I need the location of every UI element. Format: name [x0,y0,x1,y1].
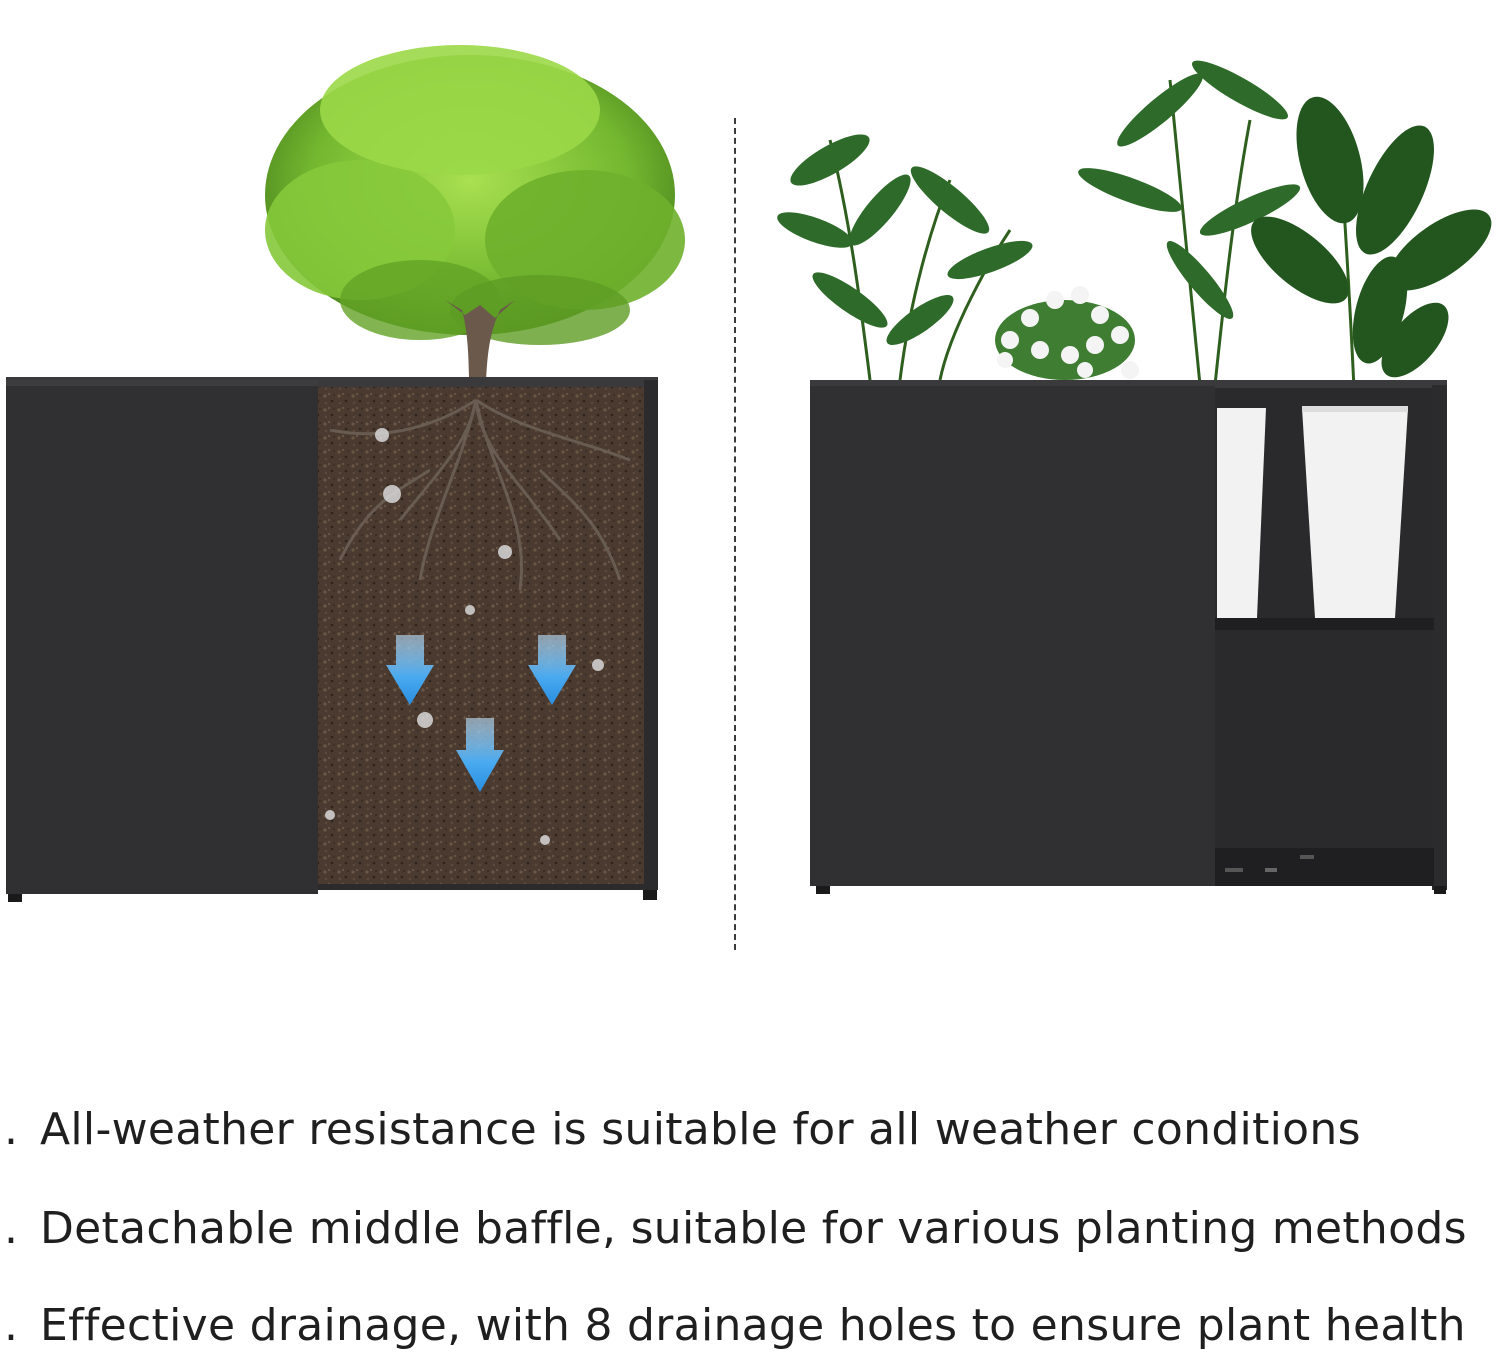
planter-rim [6,377,658,387]
right-planter [777,60,1492,894]
feature-text: Effective drainage, with 8 drainage hole… [40,1300,1466,1351]
drainage-arrow-icon [456,718,504,792]
planter-front-panel [6,380,318,894]
water-droplets [325,428,604,845]
bullet: . [4,1104,18,1155]
feature-item: . Detachable middle baffle, suitable for… [0,1194,1500,1264]
drainage-arrow-icon [528,635,576,705]
white-pot [1302,408,1408,618]
plants [777,60,1492,411]
feature-item: . All-weather resistance is suitable for… [0,1095,1500,1165]
dashed-divider [734,118,736,950]
tree [265,45,685,400]
white-pot [1217,408,1266,618]
product-illustration [6,45,1492,950]
feature-item: . Effective drainage, with 8 drainage ho… [0,1291,1500,1361]
product-illustration-svg [6,45,1492,902]
planter-front-panel [810,386,1215,886]
middle-shelf [1214,618,1434,630]
white-flowers [995,286,1139,380]
drainage-arrow-icon [386,635,434,705]
bullet: . [4,1300,18,1351]
roots [329,398,631,591]
feature-text: Detachable middle baffle, suitable for v… [40,1203,1467,1254]
left-planter [6,45,685,902]
drainage-arrows [386,635,576,792]
bullet: . [4,1203,18,1254]
planter-rim [810,380,1447,388]
feature-text: All-weather resistance is suitable for a… [40,1104,1361,1155]
soil-cutaway [318,387,644,887]
